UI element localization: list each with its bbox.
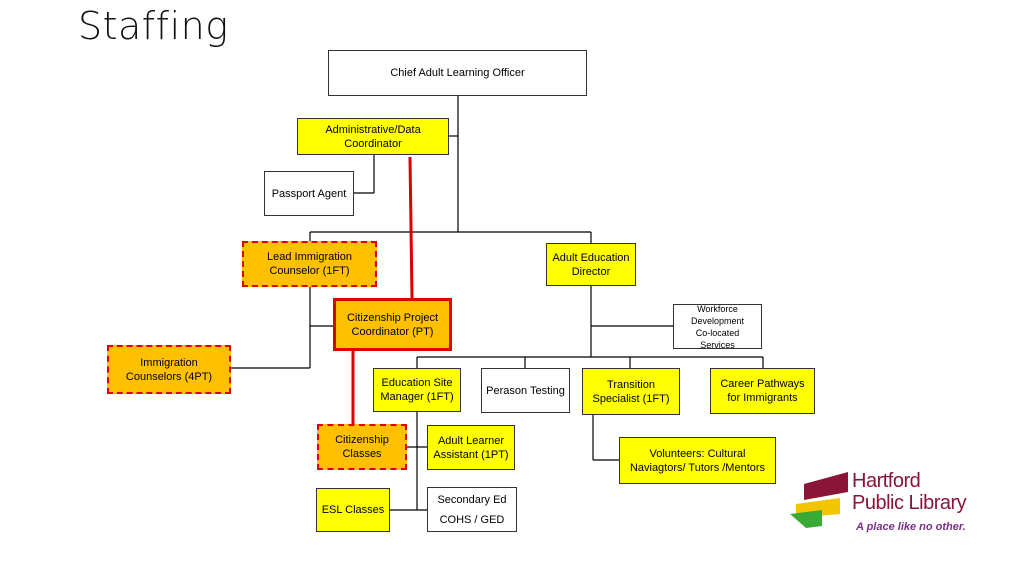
adult-learner-assistant-box: Adult Learner Assistant (1PT) — [427, 425, 515, 470]
citizenship-classes-box: Citizenship Classes — [317, 424, 407, 470]
passport-agent-box: Passport Agent — [264, 171, 354, 216]
administrative-data-coordinator-box: Administrative/Data Coordinator — [297, 118, 449, 155]
logo-tagline: A place like no other. — [856, 521, 966, 533]
logo-text-hartford: Hartford — [852, 470, 921, 492]
immigration-counselors-box: Immigration Counselors (4PT) — [107, 345, 231, 394]
page-title: Staffing — [78, 4, 229, 48]
transition-specialist-box: Transition Specialist (1FT) — [582, 368, 680, 415]
hartford-public-library-logo-icon — [790, 472, 848, 528]
esl-classes-box: ESL Classes — [316, 488, 390, 532]
perason-testing-box: Perason Testing — [481, 368, 570, 413]
secondary-ed-box: Secondary Ed COHS / GED — [427, 487, 517, 532]
citizenship-project-coordinator-box: Citizenship Project Coordinator (PT) — [333, 298, 452, 351]
logo-text-public-library: Public Library — [852, 492, 967, 514]
chief-adult-learning-officer-box: Chief Adult Learning Officer — [328, 50, 587, 96]
volunteers-box: Volunteers: Cultural Naviagtors/ Tutors … — [619, 437, 776, 484]
workforce-development-box: Workforce Development Co-located Service… — [673, 304, 762, 350]
lead-immigration-counselor-box: Lead Immigration Counselor (1FT) — [242, 241, 377, 287]
education-site-manager-box: Education Site Manager (1FT) — [373, 368, 461, 412]
career-pathways-box: Career Pathways for Immigrants — [710, 368, 815, 414]
adult-education-director-box: Adult Education Director — [546, 243, 636, 286]
